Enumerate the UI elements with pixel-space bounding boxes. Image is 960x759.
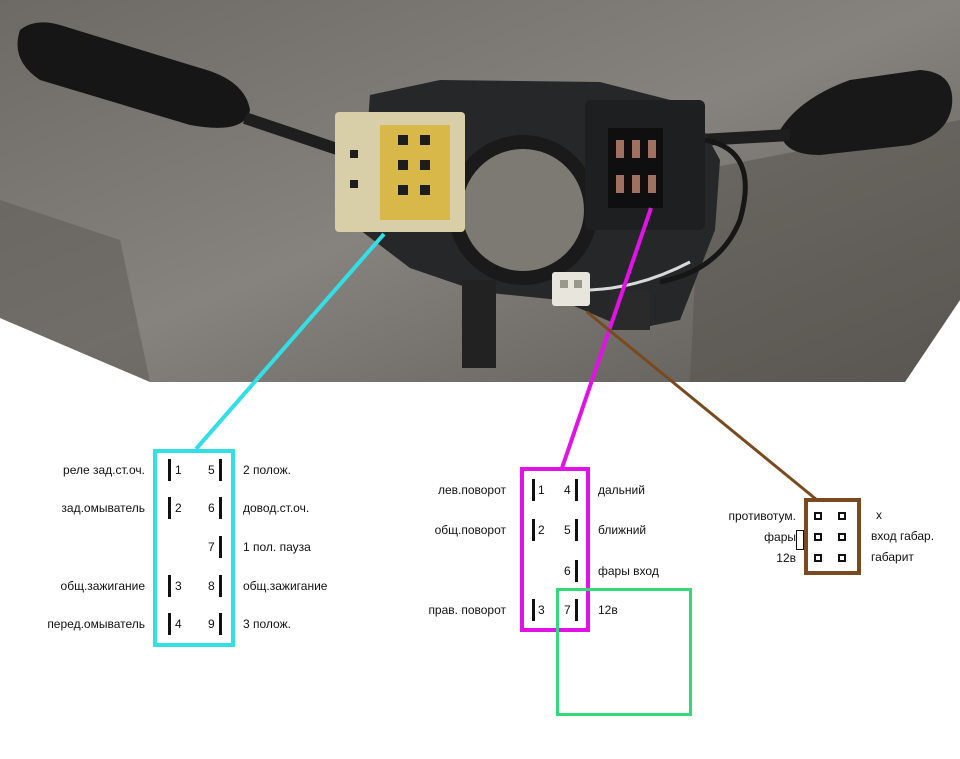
pin-bar xyxy=(219,575,222,597)
pin-bar xyxy=(532,599,535,621)
side-latch xyxy=(796,530,804,550)
highlight-box xyxy=(556,588,692,716)
pin-number: 1 xyxy=(538,483,545,497)
pin-number: 5 xyxy=(208,463,215,477)
right-label: 1 пол. пауза xyxy=(243,540,311,554)
left-label: фары xyxy=(764,530,796,544)
pin-number: 2 xyxy=(175,501,182,515)
right-label: 3 полож. xyxy=(243,617,291,631)
pin-socket xyxy=(814,533,822,541)
left-label: зад.омыватель xyxy=(61,501,145,515)
pin-socket xyxy=(838,533,846,541)
right-label: ближний xyxy=(598,523,647,537)
pin-socket xyxy=(814,512,822,520)
right-label: дальний xyxy=(598,483,645,497)
left-connector-box xyxy=(153,449,235,647)
pin-bar xyxy=(575,560,578,582)
pin-bar xyxy=(168,459,171,481)
pin-bar xyxy=(168,613,171,635)
right-label: 2 полож. xyxy=(243,463,291,477)
pin-number: 6 xyxy=(208,501,215,515)
pin-socket xyxy=(814,554,822,562)
left-label: 12в xyxy=(776,551,796,565)
left-label: прав. поворот xyxy=(428,603,506,617)
pin-bar xyxy=(219,536,222,558)
right-connector-box xyxy=(804,498,861,575)
pin-number: 1 xyxy=(175,463,182,477)
pin-bar xyxy=(168,575,171,597)
pin-number: 4 xyxy=(175,617,182,631)
pin-number: 8 xyxy=(208,579,215,593)
right-label: общ.зажигание xyxy=(243,579,328,593)
pin-number: 9 xyxy=(208,617,215,631)
right-label: габарит xyxy=(871,550,914,564)
pin-bar xyxy=(219,459,222,481)
pin-number: 3 xyxy=(175,579,182,593)
pin-bar xyxy=(532,479,535,501)
left-label: реле зад.ст.оч. xyxy=(63,463,145,477)
pin-number: 7 xyxy=(564,603,571,617)
right-label: 12в xyxy=(598,603,618,617)
middle-connector-box xyxy=(520,467,590,632)
left-label: противотум. xyxy=(728,509,796,523)
pin-number: 5 xyxy=(564,523,571,537)
pin-number: 6 xyxy=(564,564,571,578)
pin-bar xyxy=(575,519,578,541)
left-label: лев.поворот xyxy=(437,483,506,497)
right-label: довод.ст.оч. xyxy=(243,501,310,515)
right-label: вход габар. xyxy=(871,529,935,543)
pin-bar xyxy=(532,519,535,541)
pin-socket xyxy=(838,554,846,562)
right-label: х xyxy=(876,508,882,522)
pin-number: 4 xyxy=(564,483,571,497)
right-label: фары вход xyxy=(598,564,659,578)
pin-number: 3 xyxy=(538,603,545,617)
switch-photo xyxy=(0,0,960,382)
pin-bar xyxy=(219,497,222,519)
pin-bar xyxy=(575,599,578,621)
pin-socket xyxy=(838,512,846,520)
left-label: общ.поворот xyxy=(434,523,506,537)
pin-bar xyxy=(168,497,171,519)
pin-bar xyxy=(219,613,222,635)
pin-bar xyxy=(575,479,578,501)
pin-number: 7 xyxy=(208,540,215,554)
left-label: общ.зажигание xyxy=(60,579,145,593)
left-label: перед.омыватель xyxy=(47,617,145,631)
pin-number: 2 xyxy=(538,523,545,537)
